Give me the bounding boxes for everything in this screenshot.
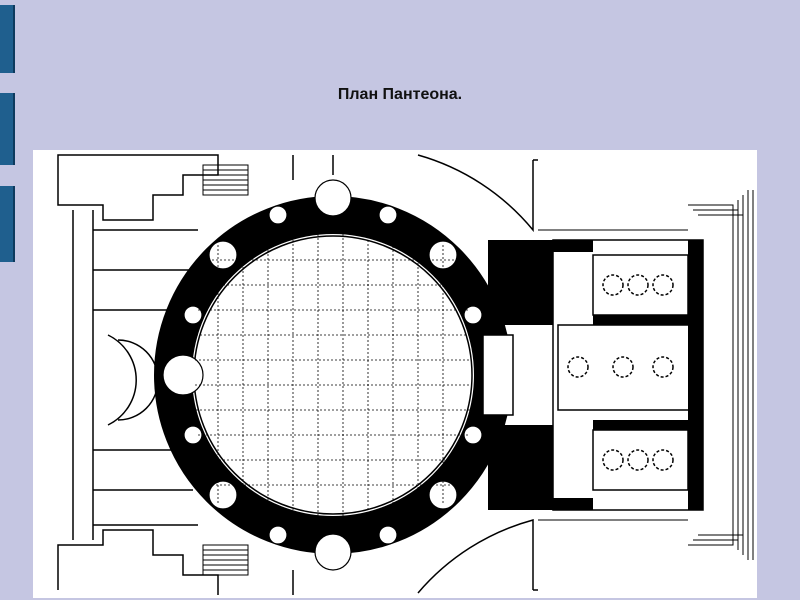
portico-dark-bands xyxy=(553,240,703,510)
intermediate-block xyxy=(482,240,553,510)
slide-title: План Пантеона. xyxy=(337,86,463,103)
pantheon-plan-image xyxy=(33,150,757,598)
rotunda-floor xyxy=(193,235,473,515)
side-tab-2 xyxy=(0,93,15,165)
side-tab-3 xyxy=(0,186,15,262)
pantheon-floor-plan-drawing xyxy=(57,154,754,595)
stairs xyxy=(202,164,249,576)
portico xyxy=(552,239,704,511)
floor-grid xyxy=(195,226,471,524)
annex-walls xyxy=(57,154,538,595)
side-tab-1 xyxy=(0,5,15,73)
front-steps xyxy=(538,190,754,560)
rotunda-niches xyxy=(162,179,483,571)
